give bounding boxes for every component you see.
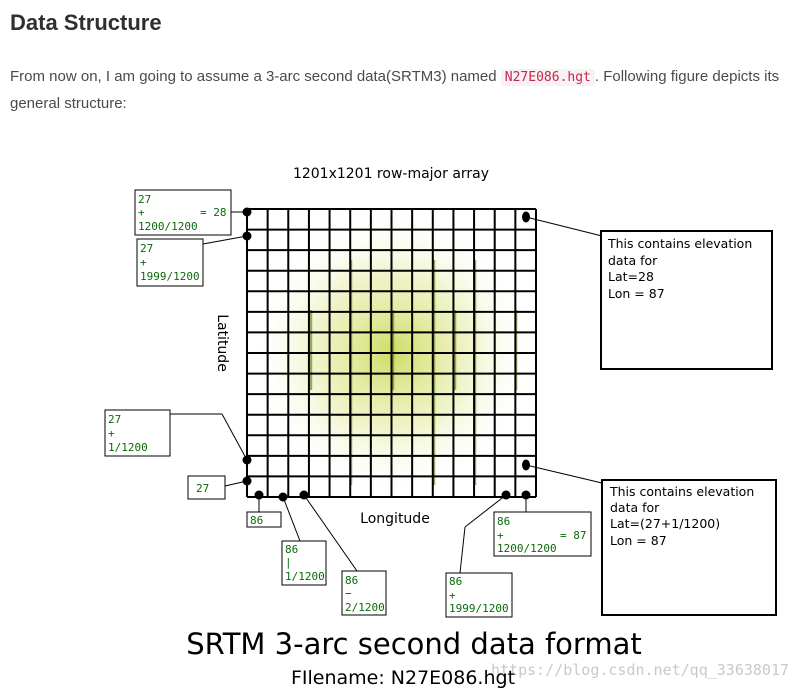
label-text: 27 bbox=[108, 413, 121, 426]
callout-text: This contains elevation bbox=[607, 236, 752, 251]
latitude-label: Latitude bbox=[214, 314, 230, 372]
label-box-lon-1: 86 | 1/1200 bbox=[281, 540, 327, 586]
label-text: 86 bbox=[497, 515, 510, 528]
callout-text: Lon = 87 bbox=[610, 533, 667, 548]
label-text: = 87 bbox=[560, 529, 587, 542]
callout-box-top: This contains elevation data for Lat=28 … bbox=[600, 230, 773, 370]
intro-text-end: . Following figure depicts its general s… bbox=[10, 68, 780, 112]
connector-lines bbox=[170, 211, 603, 574]
intro-paragraph: From now on, I am going to assume a 3-ar… bbox=[10, 64, 800, 117]
label-box-lon-87: 86 + = 87 1200/1200 bbox=[493, 511, 592, 557]
callout-text: Lon = 87 bbox=[608, 286, 665, 301]
longitude-label: Longitude bbox=[360, 511, 430, 527]
label-text: + bbox=[108, 427, 115, 440]
label-text: 1/1200 bbox=[108, 441, 148, 454]
label-box-lon-1999: 86 + 1999/1200 bbox=[445, 572, 513, 618]
label-text: 86 bbox=[250, 514, 263, 527]
callout-text: Lat=28 bbox=[608, 269, 654, 284]
label-box-lon-2: 86 − 2/1200 bbox=[341, 570, 387, 616]
label-box-lat-27: 27 bbox=[187, 475, 226, 500]
callout-text: Lat=(27+1/1200) bbox=[610, 516, 720, 531]
grid-marker-dots bbox=[242, 207, 531, 502]
label-text: + bbox=[140, 256, 147, 269]
section-heading: Data Structure bbox=[10, 10, 162, 35]
label-text: 27 bbox=[196, 482, 209, 495]
grid bbox=[246, 208, 537, 498]
label-text: 27 bbox=[138, 193, 151, 206]
label-text: 86 bbox=[345, 574, 358, 587]
label-box-lat-1999: 27 + 1999/1200 bbox=[136, 238, 204, 287]
label-box-lat-1: 27 + 1/1200 bbox=[104, 409, 171, 457]
label-text: 1999/1200 bbox=[140, 270, 200, 283]
label-text: − bbox=[345, 587, 352, 600]
label-text: 86 bbox=[449, 575, 462, 588]
label-text: + bbox=[449, 589, 456, 602]
label-text: | bbox=[285, 556, 292, 569]
label-text: 1200/1200 bbox=[138, 220, 198, 233]
label-text: 2/1200 bbox=[345, 601, 385, 614]
watermark: https://blog.csdn.net/qq_33638017 bbox=[491, 661, 789, 679]
label-text: 1999/1200 bbox=[449, 602, 509, 615]
callout-text: data for bbox=[608, 253, 658, 268]
filename-code: N27E086.hgt bbox=[500, 69, 595, 86]
figure-title: SRTM 3-arc second data format bbox=[186, 627, 641, 661]
callout-text: This contains elevation bbox=[609, 484, 754, 499]
label-box-lon-86: 86 bbox=[246, 511, 282, 528]
intro-text: From now on, I am going to assume a 3-ar… bbox=[10, 68, 501, 85]
label-text: = 28 bbox=[200, 206, 227, 219]
label-text: + bbox=[138, 206, 145, 219]
figure-filename: FIlename: N27E086.hgt bbox=[291, 667, 515, 689]
label-text: 27 bbox=[140, 242, 153, 255]
label-text: 1/1200 bbox=[285, 570, 325, 583]
label-text: 1200/1200 bbox=[497, 542, 557, 555]
callout-box-bottom: This contains elevation data for Lat=(27… bbox=[601, 479, 777, 616]
label-text: 86 bbox=[285, 543, 298, 556]
label-box-lat-28: 27 + = 28 1200/1200 bbox=[134, 189, 232, 236]
callout-text: data for bbox=[610, 500, 660, 515]
array-label: 1201x1201 row-major array bbox=[293, 166, 489, 182]
label-text: + bbox=[497, 529, 504, 542]
